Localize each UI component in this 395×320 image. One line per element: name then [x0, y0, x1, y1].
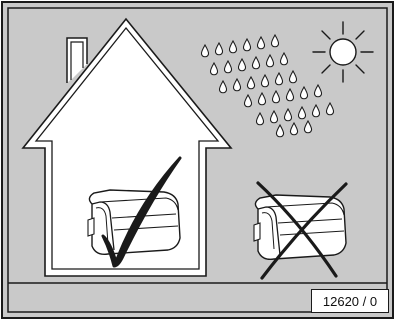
reference-code: 12620 / 0 [311, 289, 389, 313]
sun-icon [313, 22, 373, 82]
